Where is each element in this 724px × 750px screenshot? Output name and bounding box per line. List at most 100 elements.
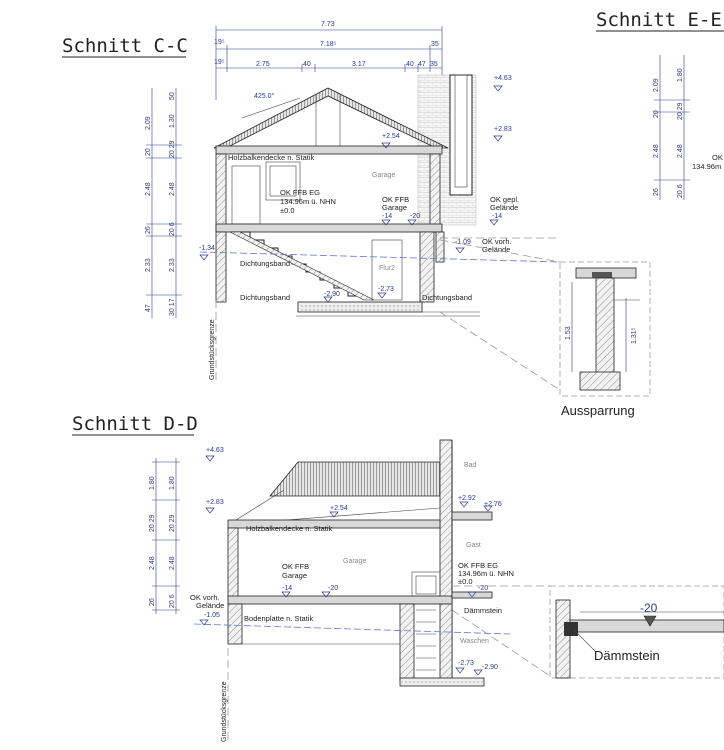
cc-lvl-273: -2.73 [378,286,394,293]
cc-dichtungsband-3: Dichtungsband [422,293,472,302]
dd-grundstuecksgrenze: Grundstücksgrenze [221,681,228,742]
cc-ground-line [199,251,561,263]
cc-lvl-20: -20 [410,213,420,220]
detail-title: Aussparrung [561,403,635,418]
detail2-level: -20 [640,601,658,615]
dd-lvl-283: +2.83 [206,499,224,506]
cc-ok-ffb-eg: OK FFB EG [280,188,320,197]
cc-ok-vorh: OK vorh. [482,237,512,246]
dd-o3: 26 [149,598,156,606]
cc-left-o2: 2.48 [145,182,152,196]
title-schnitt-cc: Schnitt C-C [62,35,188,58]
cc-dim-7185: 7.18⁵ [320,41,337,48]
dd-ground-line [193,623,511,635]
section-dd: 1.80 20 29 2.48 26 1.80 20 29 2.48 20 6 [149,439,514,742]
cc-left-o0: 2.09 [145,116,152,130]
dd-basement-slab [399,677,485,687]
dd-gelaende: Gelände [196,601,224,610]
dd-lvl-254: +2.54 [330,505,348,512]
dd-ceiling-slab [227,519,441,529]
cc-dim-35a: 35 [431,41,439,48]
ee-o3: 26 [653,188,660,196]
detail-aussparrung: 1.53 1.31⁵ Aussparrung [439,239,651,418]
title-schnitt-ee: Schnitt E-E [596,9,724,32]
cc-lvl-283: +2.83 [494,126,512,133]
dd-i1: 20 29 [169,514,176,532]
cc-dichtungsband-2: Dichtungsband [240,293,290,302]
cc-garage: Garage [372,172,395,179]
dd-lvl-292: +2.92 [458,495,476,502]
cc-level-markers: +4.63 +2.83 +2.54 -1.34 -1.09 -2.90 -2.7… [199,75,512,303]
cc-ok-ffb-garage-1: OK FFB [382,195,409,204]
ee-o1: 20 [653,110,660,118]
section-ee: 2.09 20 2.48 26 1.80 20 29 2.48 20 6 OK … [653,55,723,200]
detail2-label: Dämmstein [594,648,660,663]
cc-dichtungsband-1: Dichtungsband [240,259,290,268]
dd-o0: 1.80 [149,476,156,490]
cc-left-o3: 26 [145,226,152,234]
dd-ok-ffb: OK FFB [282,562,309,571]
cc-top-dimensions: 7.73 19⁵ 7.18⁵ 35 19⁵ 2.75 40 3.17 40 47… [214,21,443,100]
dd-floor-slab [227,595,453,605]
cc-left-o5: 47 [145,304,152,312]
cc-basement-wall-right [419,231,435,303]
cc-left-dimensions: 2.09 20 2.48 26 2.33 47 50 1.30 20 29 2.… [145,88,182,318]
ee-ok: OK [712,153,723,162]
cc-row-2: 40 [303,61,311,68]
dd-lvl-20b: -20 [478,585,488,592]
dd-i2: 2.48 [169,556,176,570]
dd-lvl-276: +2.76 [484,501,502,508]
cc-left-o4: 2.33 [145,258,152,272]
ee-o2: 2.48 [653,144,660,158]
ee-i0: 1.80 [677,68,684,82]
ee-i3: 20 6 [677,184,684,198]
dd-o1: 20 29 [149,514,156,532]
section-cc: 7.73 19⁵ 7.18⁵ 35 19⁵ 2.75 40 3.17 40 47… [145,21,561,380]
cc-nhn: 134.96m ü. NHN [280,197,336,206]
dd-o2: 2.48 [149,556,156,570]
dd-daemmstein: Dämmstein [464,606,502,615]
cc-lvl-254: +2.54 [382,133,400,140]
cc-lvl-134: -1.34 [199,245,215,252]
cc-left-i2: 20 29 [169,140,176,158]
ee-i1: 20 29 [677,102,684,120]
title-ee-text: Schnitt E-E [596,9,722,31]
dd-ok-vorh: OK vorh. [190,593,220,602]
cc-left-i3: 2.48 [169,182,176,196]
cc-grundstuecksgrenze: Grundstücksgrenze [209,319,216,380]
cc-roof [213,87,449,149]
cc-angle: 425.0° [254,92,275,100]
dd-wall-left [227,527,239,601]
dd-wall-right [439,439,453,601]
dd-i0: 1.80 [169,476,176,490]
cc-ok-ffb-garage-2: Garage [382,203,407,212]
dd-lvl-463: +4.63 [206,447,224,454]
title-cc-text: Schnitt C-C [62,35,188,57]
dd-holzbalkendecke: Holzbalkendecke n. Statik [246,524,333,533]
cc-dim-total: 7.73 [321,21,335,28]
cc-lvl-14b: -14 [492,213,502,220]
cc-flur: Flur2 [379,265,395,272]
cc-left-o1: 20 [145,148,152,156]
cc-left-i0: 50 [169,92,176,100]
dd-ok-ffb-eg: OK FFB EG [458,561,498,570]
dd-i3: 20 6 [169,594,176,608]
title-schnitt-dd: Schnitt D-D [72,413,198,436]
cc-wall-left [215,153,227,233]
detail-dim-2: 1.31⁵ [631,327,638,344]
dd-bodenplatte: Bodenplatte n. Statik [244,614,313,623]
dd-lvl-20: -20 [328,585,338,592]
cc-left-i5: 2.33 [169,258,176,272]
cc-ok-gepl-1: OK gepl. [490,195,519,204]
cc-ceiling-slab [215,145,443,155]
cc-lvl-109: -1.09 [455,239,471,246]
cc-chimney [449,74,473,196]
cc-wall-right [429,153,441,233]
cc-ok-gepl-2: Gelände [490,203,518,212]
cc-lvl-290: -2.90 [324,291,340,298]
dd-left-dimensions: 1.80 20 29 2.48 26 1.80 20 29 2.48 20 6 [149,458,180,614]
cc-lvl-463: +4.63 [494,75,512,82]
dd-foundation [227,603,243,645]
cc-lvl-14: -14 [382,213,392,220]
title-dd-text: Schnitt D-D [72,413,198,435]
